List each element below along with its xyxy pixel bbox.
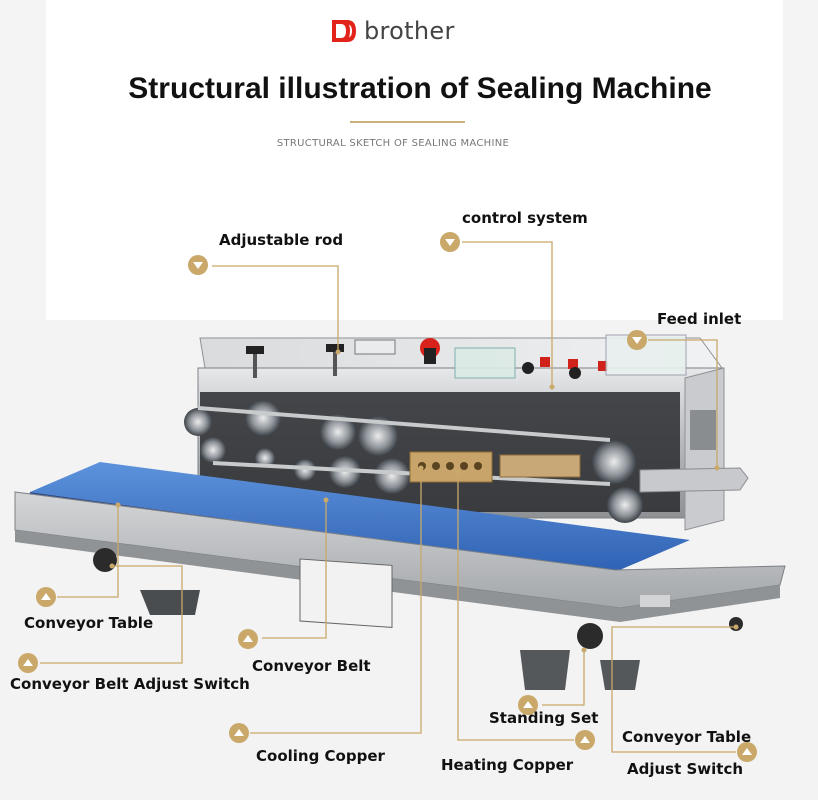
adjust-knobs [93, 548, 743, 649]
label-conveyor-belt: Conveyor Belt [252, 657, 371, 675]
label-adjustable-rod: Adjustable rod [219, 231, 344, 249]
marker-up-icon [737, 742, 757, 762]
leader-table-adjust-switch [611, 626, 736, 753]
leader-standing-set [542, 650, 585, 706]
leader-heating-copper [457, 472, 574, 741]
marker-up-icon [18, 653, 38, 673]
marker-up-icon [238, 629, 258, 649]
marker-down-icon [627, 330, 647, 350]
marker-up-icon [229, 723, 249, 743]
feed-inlet-tray [639, 467, 749, 493]
marker-down-icon [440, 232, 460, 252]
leader-control-system [462, 241, 553, 387]
marker-up-icon [518, 695, 538, 715]
label-standing-set: Standing Set [489, 709, 599, 727]
title-divider [350, 121, 465, 123]
label-conveyor-table: Conveyor Table [24, 614, 154, 632]
leader-conveyor-table [57, 505, 119, 598]
leader-conveyor-belt [262, 500, 327, 639]
leader-adjustable-rod [212, 265, 339, 352]
label-conveyor-table-adjust-line1: Conveyor Table [622, 728, 752, 746]
copper-blocks [409, 451, 581, 483]
page-subtitle: STRUCTURAL SKETCH OF SEALING MACHINE [276, 138, 510, 149]
label-control-system: control system [462, 209, 588, 227]
background-panel-left [0, 0, 46, 320]
conveyor-table [14, 491, 786, 628]
label-heating-copper: Heating Copper [441, 756, 574, 774]
page-title: Structural illustration of Sealing Machi… [128, 72, 712, 105]
label-conveyor-table-adjust-line2: Adjust Switch [627, 760, 744, 778]
marker-up-icon [575, 730, 595, 750]
marker-down-icon [188, 255, 208, 275]
brand-logo-group: brother [330, 16, 455, 46]
label-cooling-copper: Cooling Copper [256, 747, 385, 765]
label-conveyor-belt-adjust-switch: Conveyor Belt Adjust Switch [10, 675, 250, 693]
marker-up-icon [36, 587, 56, 607]
label-feed-inlet: Feed inlet [657, 310, 742, 328]
leader-feed-inlet [648, 339, 718, 468]
brand-name: brother [364, 17, 455, 45]
machine-legs [140, 590, 640, 690]
brand-logo-icon [332, 20, 356, 42]
leader-belt-adjust-switch [40, 565, 183, 664]
leader-cooling-copper [250, 468, 422, 734]
control-panel [246, 334, 687, 379]
